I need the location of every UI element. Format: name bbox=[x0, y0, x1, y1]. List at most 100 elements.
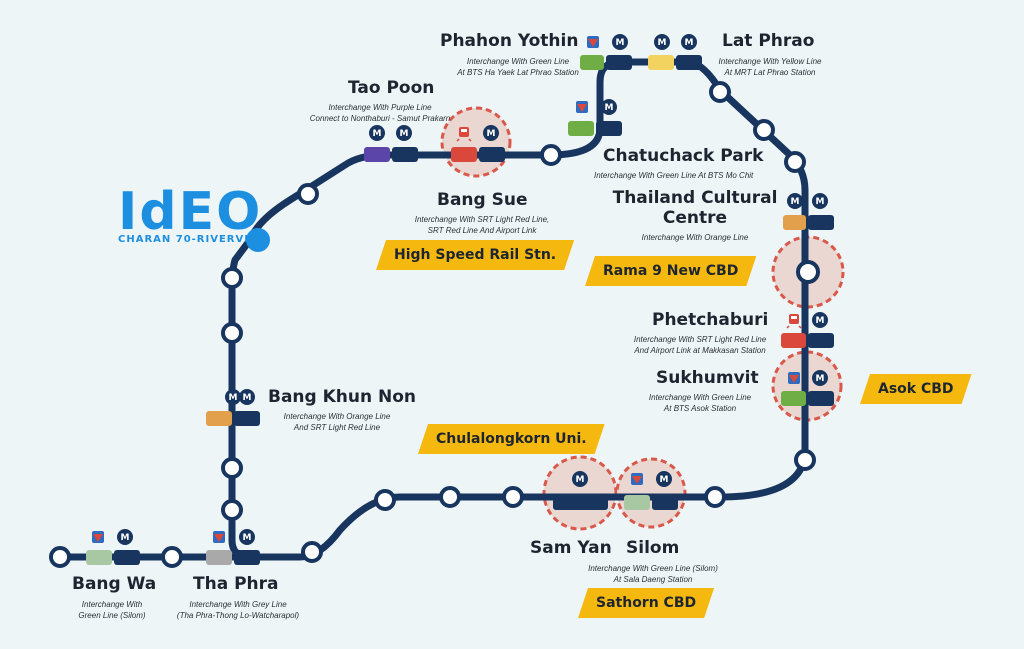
mrt-logo-letters: M M M M M M M M M M M M M M M M M bbox=[121, 38, 825, 543]
note-line: Interchange With Yellow Line bbox=[718, 57, 822, 66]
station-note-thailand-cultural-centre: Interchange With Orange Line bbox=[620, 232, 770, 243]
station-name-sukhumvit: Sukhumvit bbox=[656, 368, 759, 388]
note-line: Interchange With Purple Line bbox=[328, 103, 432, 112]
mrt-letter: M bbox=[121, 533, 130, 543]
station-dot bbox=[221, 322, 243, 344]
stations bbox=[49, 81, 820, 568]
station-name-bang-sue: Bang Sue bbox=[437, 190, 528, 210]
station-name-lat-phrao: Lat Phrao bbox=[722, 31, 815, 51]
mrt-letter: M bbox=[605, 103, 614, 113]
station-dot bbox=[221, 499, 243, 521]
mrt-letter: M bbox=[816, 197, 825, 207]
mrt-logo-icon bbox=[117, 529, 133, 545]
station-note-tao-poon: Interchange With Purple Line Connect to … bbox=[300, 102, 460, 124]
mrt-letter: M bbox=[487, 129, 496, 139]
mrt-logo-icon bbox=[239, 389, 255, 405]
station-note-bang-khun-non: Interchange With Orange Line And SRT Lig… bbox=[272, 411, 402, 433]
station-dot bbox=[221, 267, 243, 289]
note-line: Interchange With Green Line bbox=[466, 57, 570, 66]
bts-logo-icons bbox=[92, 36, 800, 543]
station-note-lat-phrao: Interchange With Yellow Line At MRT Lat … bbox=[700, 56, 840, 78]
station-note-tha-phra: Interchange With Grey Line (Tha Phra-Tho… bbox=[168, 599, 308, 621]
mrt-logo-icon bbox=[239, 529, 255, 545]
note-line: Interchange With Green Line At BTS Mo Ch… bbox=[594, 171, 754, 180]
tag-asok-cbd: Asok CBD bbox=[860, 374, 972, 404]
station-dot bbox=[540, 144, 562, 166]
mrt-letter: M bbox=[576, 475, 585, 485]
mrt-logo-icon bbox=[483, 125, 499, 141]
bts-logo-icon bbox=[788, 372, 800, 384]
mrt-logo-icon bbox=[654, 34, 670, 50]
ideo-logo-subtitle: CHARAN 70-RIVERVIEW bbox=[118, 234, 269, 245]
station-dot bbox=[49, 546, 71, 568]
station-name-bang-khun-non: Bang Khun Non bbox=[268, 387, 417, 407]
mrt-letter: M bbox=[816, 316, 825, 326]
station-name-phetchaburi: Phetchaburi bbox=[652, 310, 769, 330]
station-dot bbox=[161, 546, 183, 568]
mrt-logo-icon bbox=[601, 99, 617, 115]
note-line: Interchange With Orange Line bbox=[283, 412, 391, 421]
note-line: Interchange With bbox=[81, 600, 143, 609]
note-line: Interchange With SRT Light Red Line, bbox=[414, 215, 550, 224]
mrt-letter: M bbox=[616, 38, 625, 48]
station-dot bbox=[221, 457, 243, 479]
note-line: At BTS Ha Yaek Lat Phrao Station bbox=[457, 68, 579, 77]
station-note-sukhumvit: Interchange With Green Line At BTS Asok … bbox=[640, 392, 760, 414]
mrt-logo-icon bbox=[812, 193, 828, 209]
station-dot bbox=[297, 183, 319, 205]
bts-logo-icon bbox=[587, 36, 599, 48]
station-name-chatuchack-park: Chatuchack Park bbox=[603, 146, 764, 166]
station-dot bbox=[709, 81, 731, 103]
station-name-thailand-cultural-centre: Thailand Cultural Centre bbox=[610, 188, 780, 228]
srt-train-icons bbox=[456, 127, 802, 329]
station-name-phahon-yothin: Phahon Yothin bbox=[440, 31, 579, 51]
mrt-logo-icon bbox=[369, 125, 385, 141]
station-dot bbox=[753, 119, 775, 141]
station-name-line: Centre bbox=[662, 208, 728, 228]
station-dot bbox=[439, 486, 461, 508]
mrt-logo-icon bbox=[656, 471, 672, 487]
station-dot bbox=[794, 449, 816, 471]
mrt-logo-icon bbox=[572, 471, 588, 487]
bts-logo-icon bbox=[92, 531, 104, 543]
ideo-logo: IdEO CHARAN 70-RIVERVIEW bbox=[118, 186, 269, 245]
station-note-phahon-yothin: Interchange With Green Line At BTS Ha Ya… bbox=[418, 56, 618, 78]
mrt-letter: M bbox=[243, 393, 252, 403]
station-dot bbox=[796, 260, 820, 284]
station-name-tao-poon: Tao Poon bbox=[348, 78, 435, 98]
note-line: And SRT Light Red Line bbox=[293, 423, 381, 432]
note-line: Interchange With Orange Line bbox=[641, 233, 749, 242]
station-name-bang-wa: Bang Wa bbox=[72, 574, 157, 594]
station-dot bbox=[784, 151, 806, 173]
note-line: Interchange With Green Line bbox=[648, 393, 752, 402]
note-line: (Tha Phra-Thong Lo-Watcharapol) bbox=[176, 611, 300, 620]
mrt-letter: M bbox=[243, 533, 252, 543]
note-line: And Airport Link at Makkasan Station bbox=[634, 346, 766, 355]
bts-logo-icon bbox=[576, 101, 588, 113]
mrt-letter: M bbox=[373, 129, 382, 139]
mrt-logo-icon bbox=[225, 389, 241, 405]
mrt-letter: M bbox=[685, 38, 694, 48]
mrt-letter: M bbox=[660, 475, 669, 485]
note-line: At MRT Lat Phrao Station bbox=[724, 68, 816, 77]
station-dot bbox=[502, 486, 524, 508]
mrt-logo-icons bbox=[117, 34, 828, 545]
mrt-letter: M bbox=[791, 197, 800, 207]
mrt-letter: M bbox=[658, 38, 667, 48]
srt-train-icon bbox=[456, 127, 472, 142]
note-line: SRT Red Line And Airport Link bbox=[427, 226, 537, 235]
note-line: Connect to Nonthaburi - Samut Prakarn bbox=[309, 114, 451, 123]
tag-chulalongkorn: Chulalongkorn Uni. bbox=[418, 424, 605, 454]
mrt-logo-icon bbox=[812, 312, 828, 328]
ideo-logo-brand: IdEO bbox=[118, 182, 263, 242]
station-name-sam-yan: Sam Yan bbox=[530, 538, 612, 558]
mrt-logo-icon bbox=[396, 125, 412, 141]
bts-logo-icon bbox=[631, 473, 643, 485]
mrt-letter: M bbox=[816, 374, 825, 384]
current-location-station bbox=[246, 228, 270, 252]
mrt-letter: M bbox=[229, 393, 238, 403]
note-line: Green Line (Silom) bbox=[78, 611, 146, 620]
station-name-line: Thailand Cultural bbox=[612, 188, 778, 208]
mrt-letter: M bbox=[400, 129, 409, 139]
